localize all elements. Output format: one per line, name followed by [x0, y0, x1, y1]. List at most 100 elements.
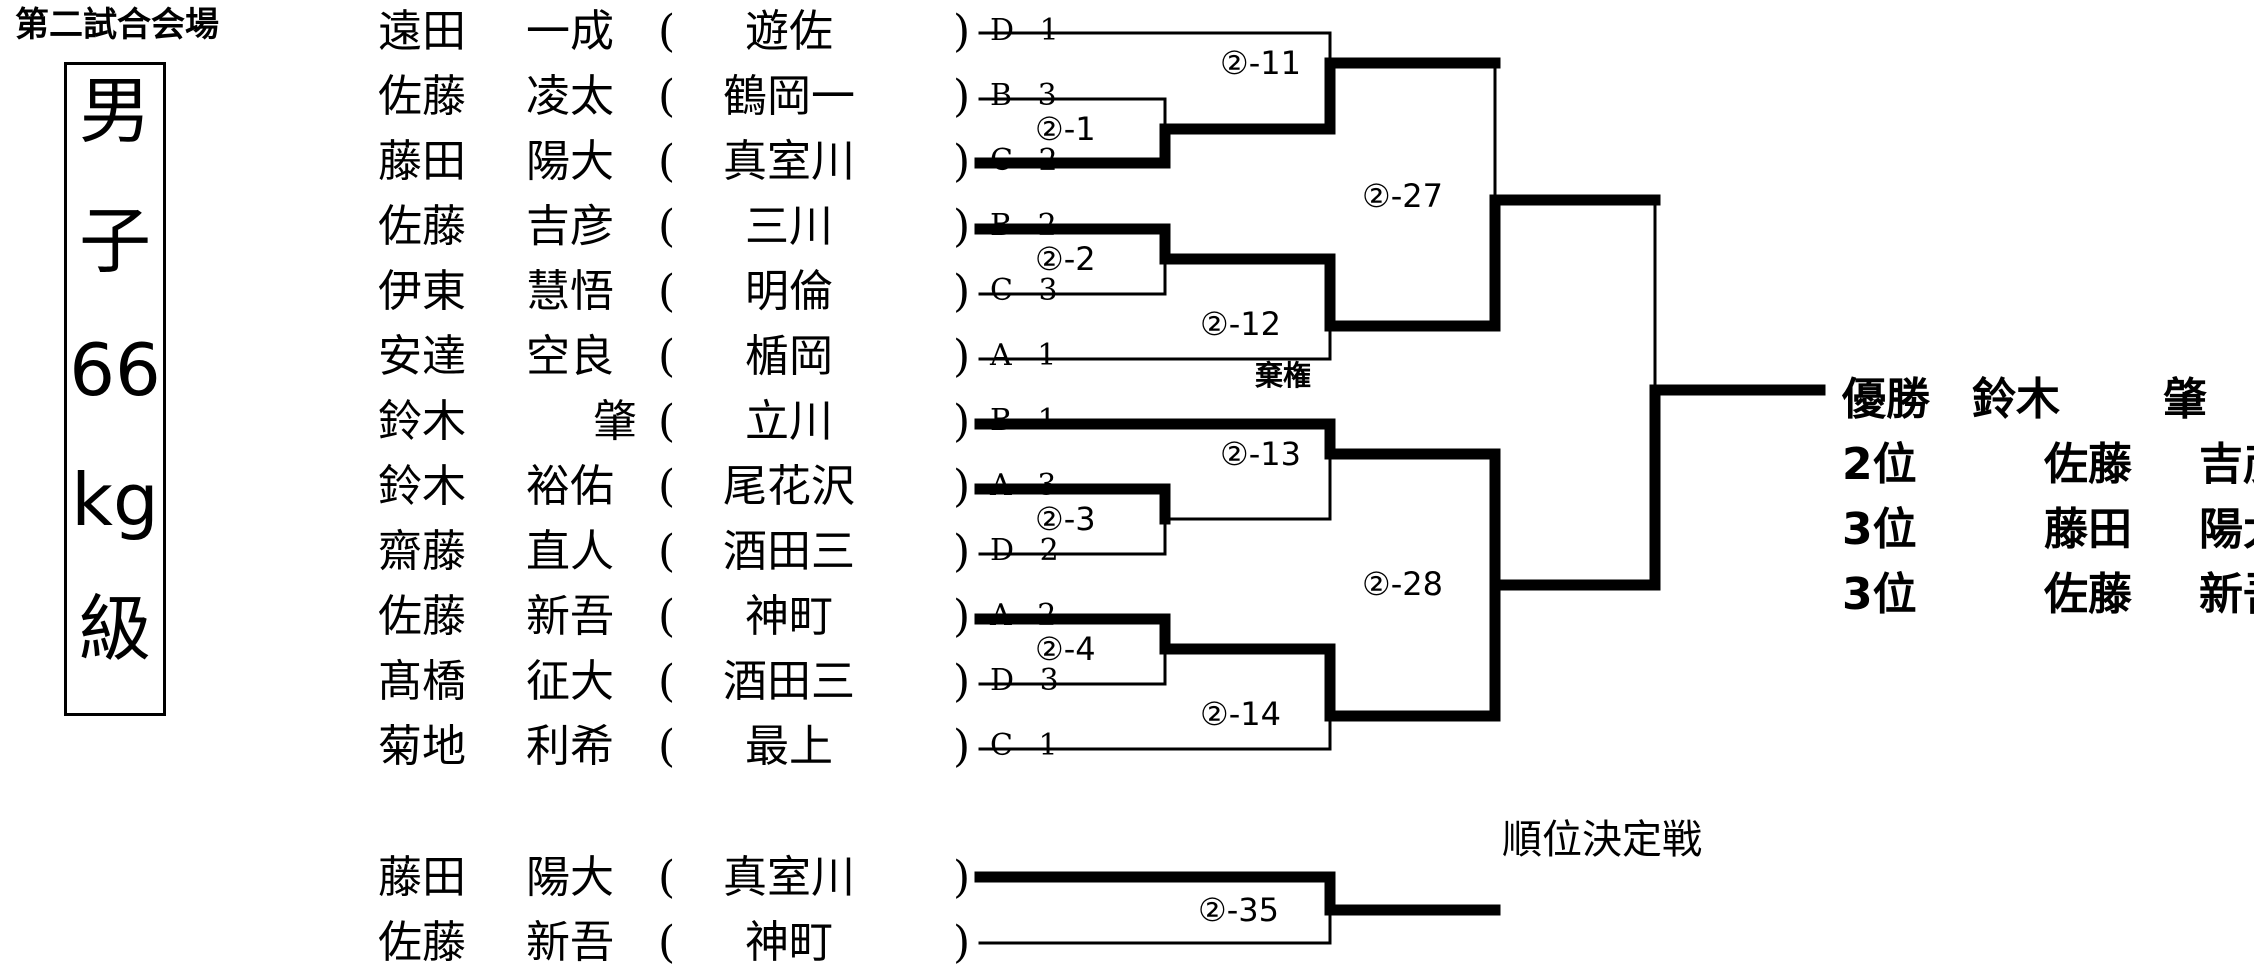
result-surname: 佐藤	[2044, 569, 2132, 620]
bracket-line	[978, 517, 1167, 556]
player-given-name: 陽大	[526, 852, 614, 903]
paren-close: )	[953, 591, 971, 642]
player-seed: C 1	[990, 728, 1066, 763]
bracket-line	[974, 223, 1171, 265]
result-rank: 2位	[1842, 439, 1917, 490]
paren-open: (	[658, 266, 676, 317]
match-number: ②-2	[1035, 240, 1096, 278]
player-school: 尾花沢	[723, 461, 855, 512]
player-seed: C 3	[990, 273, 1066, 308]
player-given-name: 新吾	[526, 917, 614, 968]
venue-title: 第二試合会場	[15, 5, 219, 45]
player-school: 明倫	[745, 266, 833, 317]
player-school: 真室川	[723, 852, 855, 903]
player-seed: D 2	[990, 533, 1067, 568]
player-given-name: 裕佑	[526, 461, 614, 512]
player-surname: 安達	[378, 331, 466, 382]
player-given-name: 直人	[526, 526, 614, 577]
match-number: ②-13	[1220, 435, 1301, 473]
player-school: 最上	[745, 721, 833, 772]
player-given-name: 新吾	[526, 591, 614, 642]
paren-open: (	[658, 461, 676, 512]
player-surname: 伊東	[378, 266, 466, 317]
placing-match-title: 順位決定戦	[1502, 817, 1702, 863]
player-surname: 藤田	[378, 852, 466, 903]
paren-open: (	[658, 656, 676, 707]
match-number: ②-11	[1220, 44, 1301, 82]
paren-open: (	[658, 526, 676, 577]
paren-close: )	[953, 721, 971, 772]
result-row: 3位佐藤新吾	[1842, 573, 2254, 617]
result-surname: 鈴木	[1972, 374, 2060, 425]
forfeit-label: 棄権	[1255, 359, 1312, 392]
paren-close: )	[953, 266, 971, 317]
player-school: 遊佐	[745, 6, 833, 57]
result-rank: 優勝	[1842, 374, 1930, 425]
bracket-line	[974, 613, 1171, 655]
match-number: ②-12	[1200, 305, 1281, 343]
paren-open: (	[658, 396, 676, 447]
paren-open: (	[658, 71, 676, 122]
player-surname: 藤田	[378, 136, 466, 187]
player-school: 神町	[745, 917, 833, 968]
player-school: 神町	[745, 591, 833, 642]
player-surname: 遠田	[378, 6, 466, 57]
paren-open: (	[658, 591, 676, 642]
result-given-name: 新吾	[2199, 569, 2254, 620]
bracket-line	[974, 483, 1171, 525]
player-school: 鶴岡一	[723, 71, 855, 122]
player-given-name: 征大	[526, 656, 614, 707]
match-number: ②-27	[1362, 177, 1443, 215]
bracket-line	[978, 647, 1167, 686]
player-seed: B 3	[990, 78, 1065, 113]
player-given-name: 吉彦	[526, 201, 614, 252]
player-surname: 鈴木	[378, 396, 466, 447]
match-number: ②-4	[1035, 630, 1096, 668]
player-seed: D 1	[990, 13, 1067, 48]
player-given-name: 空良	[526, 331, 614, 382]
weight-category-box: 男 子 66 kg 級	[64, 62, 166, 716]
paren-close: )	[953, 852, 971, 903]
player-given-name: 陽大	[526, 136, 614, 187]
category-char: 子	[78, 198, 151, 283]
result-rank: 3位	[1842, 569, 1917, 620]
player-school: 三川	[745, 201, 833, 252]
paren-open: (	[658, 136, 676, 187]
paren-close: )	[953, 201, 971, 252]
player-school: 酒田三	[723, 526, 855, 577]
player-school: 立川	[745, 396, 833, 447]
player-given-name: 肇	[593, 396, 637, 447]
player-surname: 齋藤	[378, 526, 466, 577]
paren-close: )	[953, 461, 971, 512]
player-surname: 菊地	[378, 721, 466, 772]
match-number: ②-35	[1198, 891, 1279, 929]
result-row: 2位佐藤吉彦	[1842, 443, 2254, 487]
paren-close: )	[953, 331, 971, 382]
paren-close: )	[953, 526, 971, 577]
paren-open: (	[658, 852, 676, 903]
result-row: 優勝鈴木肇	[1842, 378, 2207, 422]
player-surname: 髙橋	[378, 656, 466, 707]
player-seed: D 3	[990, 663, 1067, 698]
paren-open: (	[658, 6, 676, 57]
result-surname: 佐藤	[2044, 439, 2132, 490]
player-school: 楯岡	[745, 331, 833, 382]
category-char: kg	[71, 457, 159, 542]
paren-close: )	[953, 71, 971, 122]
player-given-name: 凌太	[526, 71, 614, 122]
player-school: 酒田三	[723, 656, 855, 707]
player-given-name: 慧悟	[526, 266, 614, 317]
paren-close: )	[953, 656, 971, 707]
result-given-name: 陽大	[2199, 504, 2254, 555]
bracket-line	[978, 908, 1332, 945]
match-number: ②-14	[1200, 695, 1281, 733]
paren-open: (	[658, 721, 676, 772]
result-rank: 3位	[1842, 504, 1917, 555]
paren-close: )	[953, 136, 971, 187]
paren-open: (	[658, 201, 676, 252]
match-number: ②-3	[1035, 500, 1096, 538]
paren-close: )	[953, 6, 971, 57]
player-seed: A 1	[990, 338, 1065, 373]
category-char: 級	[78, 587, 151, 672]
paren-open: (	[658, 331, 676, 382]
